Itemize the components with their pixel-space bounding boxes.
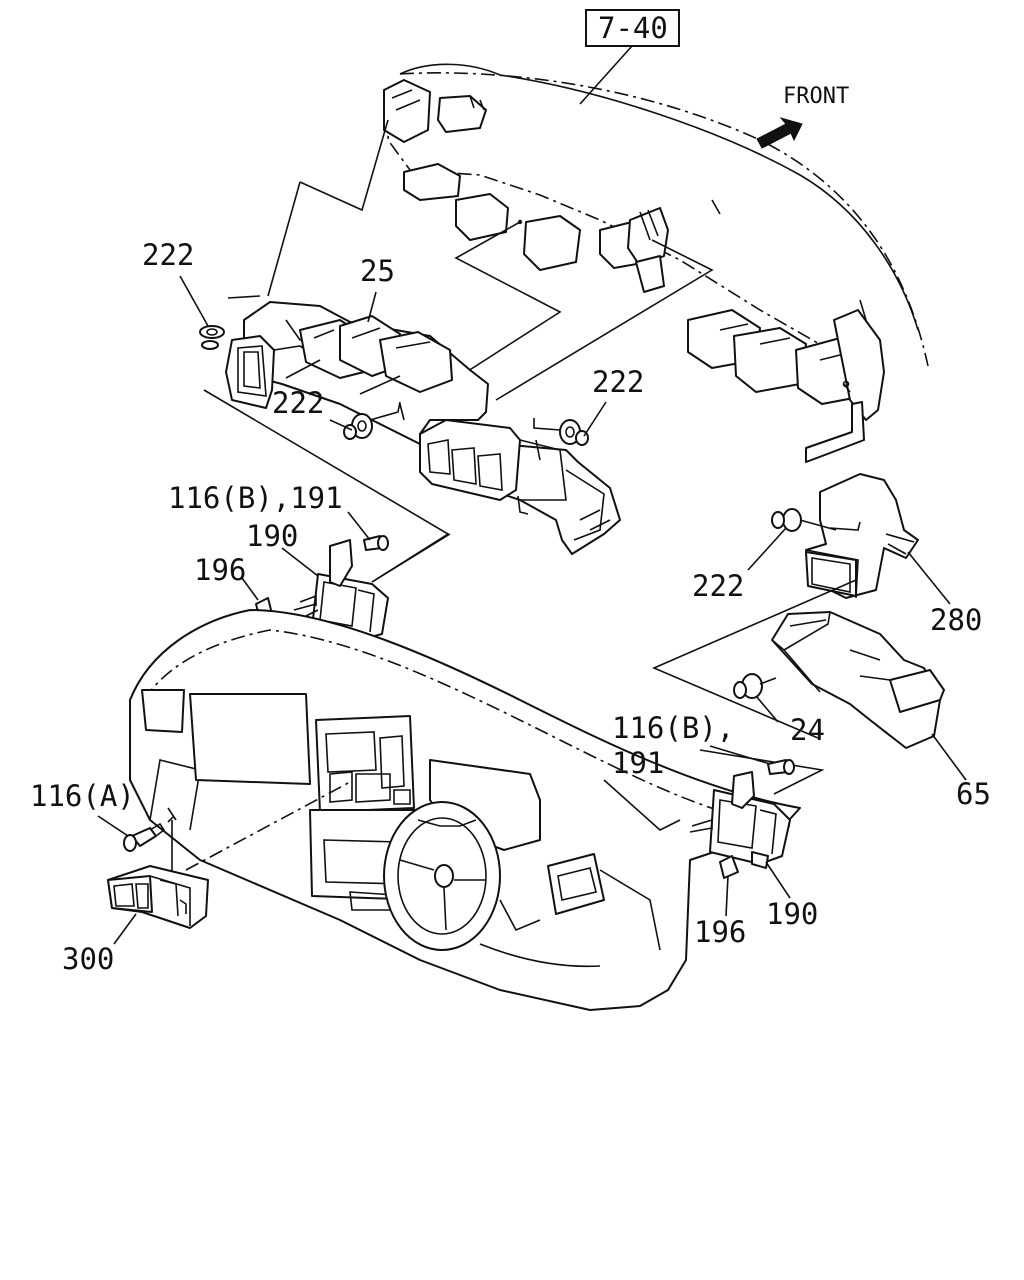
part-24-clip[interactable]	[733, 673, 777, 699]
part-191-screw-lower[interactable]	[767, 759, 795, 775]
label-190-upper: 190	[246, 519, 298, 553]
label-190-lower: 190	[766, 897, 818, 931]
front-label: FRONT	[783, 84, 849, 109]
reference-box[interactable]: 7-40	[585, 9, 680, 47]
label-280: 280	[930, 603, 982, 637]
label-222-center: 222	[272, 386, 324, 420]
label-222-right: 222	[592, 365, 644, 399]
label-25: 25	[360, 254, 395, 288]
part-65-side-duct[interactable]	[771, 611, 945, 749]
label-116b-191-upper: 116(B),191	[168, 481, 343, 515]
clip-222-side[interactable]	[771, 508, 837, 532]
label-65: 65	[956, 777, 991, 811]
part-300-center-vent[interactable]	[107, 865, 209, 929]
label-116a: 116(A)	[30, 779, 135, 813]
part-280-side-duct[interactable]	[805, 473, 919, 599]
front-arrow-icon	[756, 117, 803, 149]
label-222-left: 222	[142, 238, 194, 272]
part-191-screw-upper[interactable]	[363, 535, 389, 551]
label-24: 24	[790, 713, 825, 747]
label-222-side: 222	[692, 569, 744, 603]
label-196-lower: 196	[694, 915, 746, 949]
part-116a-screw[interactable]	[123, 822, 166, 852]
reference-code: 7-40	[598, 11, 668, 45]
part-190-lower-vent[interactable]	[689, 771, 791, 869]
label-116b-lower-line2: 191	[612, 746, 664, 780]
label-300: 300	[62, 942, 114, 976]
cowl-panel	[383, 63, 929, 463]
clip-222-right[interactable]	[533, 418, 589, 446]
clip-222-center[interactable]	[343, 401, 401, 440]
label-116b-lower-line1: 116(B),	[612, 711, 734, 745]
part-196-clip-lower[interactable]	[719, 855, 739, 879]
instrument-panel	[129, 609, 801, 1011]
label-196-upper: 196	[194, 553, 246, 587]
clip-222-left[interactable]	[199, 325, 225, 350]
part-25-center-duct[interactable]	[225, 301, 621, 555]
